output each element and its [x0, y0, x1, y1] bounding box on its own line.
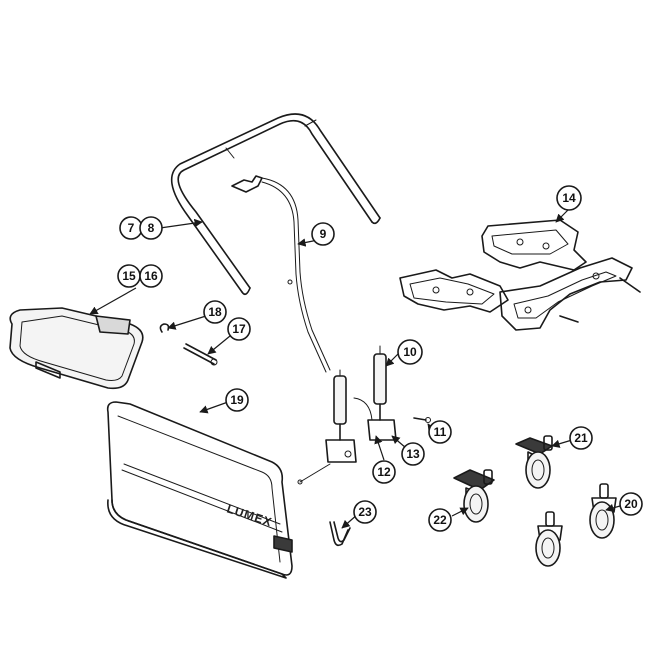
svg-text:23: 23 [358, 505, 372, 519]
leader-lines [89, 209, 621, 529]
brand-label: LUMEX [225, 502, 274, 530]
callout-20: 20 [619, 492, 643, 516]
callout-16: 16 [139, 264, 163, 288]
svg-text:22: 22 [433, 513, 447, 527]
callout-8: 8 [139, 216, 163, 240]
callout-10: 10 [397, 339, 423, 365]
svg-text:15: 15 [122, 269, 136, 283]
svg-text:19: 19 [230, 393, 244, 407]
caster-20 [589, 483, 617, 539]
caster-21 [515, 435, 553, 489]
caster-22 [453, 469, 495, 523]
svg-text:14: 14 [562, 191, 576, 205]
svg-text:7: 7 [128, 221, 135, 235]
pin-part [183, 343, 218, 366]
push-handle [170, 113, 381, 296]
caster-bottom [535, 511, 563, 567]
side-board: LUMEX [106, 401, 293, 579]
callout-19: 19 [225, 388, 249, 412]
callout-7: 7 [119, 216, 143, 240]
callout-12: 12 [372, 460, 396, 484]
callout-9: 9 [311, 222, 335, 246]
svg-text:21: 21 [574, 431, 588, 445]
clip-part [159, 323, 170, 333]
svg-text:13: 13 [406, 447, 420, 461]
svg-text:20: 20 [624, 497, 638, 511]
frame-linkage [399, 219, 641, 331]
callout-17: 17 [227, 317, 251, 341]
svg-text:18: 18 [208, 305, 222, 319]
svg-text:8: 8 [148, 221, 155, 235]
gas-spring-left [297, 369, 357, 485]
hook-part [329, 521, 351, 547]
callout-15: 15 [117, 264, 141, 288]
svg-text:12: 12 [377, 465, 391, 479]
callout-23: 23 [353, 500, 377, 524]
bolt-part [413, 417, 431, 423]
svg-text:10: 10 [403, 345, 417, 359]
callout-22: 22 [428, 508, 452, 532]
callout-11: 11 [428, 420, 452, 444]
release-cable [231, 175, 331, 373]
svg-text:9: 9 [320, 227, 327, 241]
callout-21: 21 [569, 426, 593, 450]
callout-13: 13 [401, 442, 425, 466]
gas-spring-right [353, 345, 397, 441]
svg-text:16: 16 [144, 269, 158, 283]
tray [9, 307, 144, 390]
callout-18: 18 [203, 300, 227, 324]
svg-text:17: 17 [232, 322, 246, 336]
callout-14: 14 [556, 185, 582, 211]
svg-text:11: 11 [434, 425, 447, 439]
